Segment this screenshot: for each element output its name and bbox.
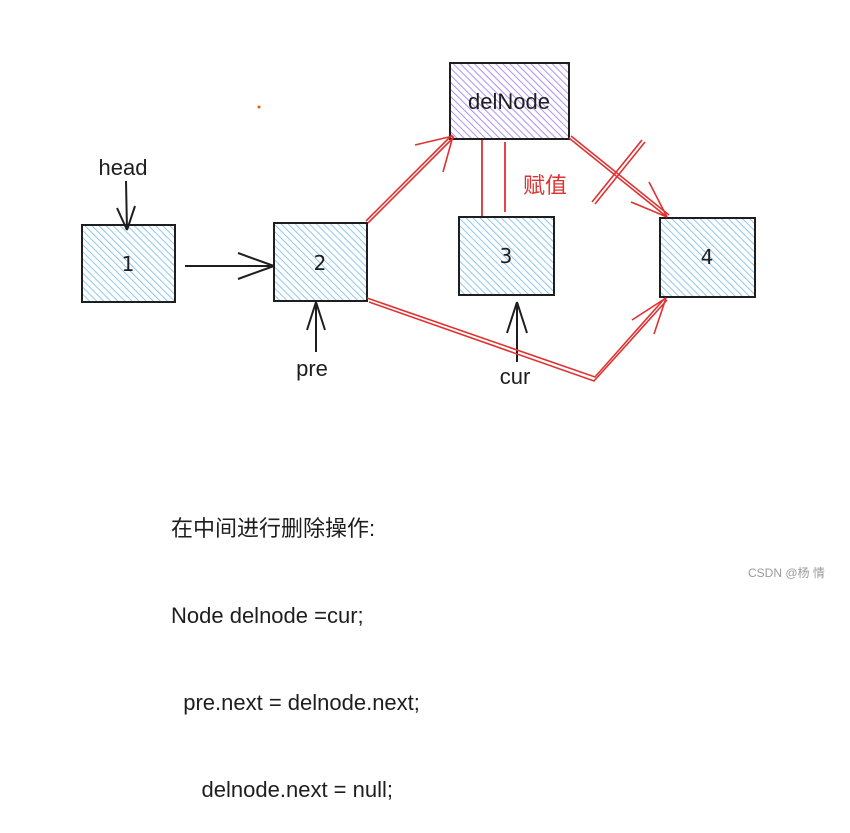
arrow-2-to-delnode xyxy=(365,134,455,224)
watermark: CSDN @杨 情 xyxy=(748,566,825,580)
node-2: 2 xyxy=(273,222,368,302)
cur-label: cur xyxy=(500,364,531,389)
cross-mark-icon xyxy=(591,139,646,205)
node-1-label: 1 xyxy=(122,252,135,276)
code-block: 在中间进行删除操作: Node delnode =cur; pre.next =… xyxy=(171,456,420,833)
node-1: 1 xyxy=(81,224,176,303)
code-line-3: pre.next = delnode.next; xyxy=(171,690,420,715)
node-3-label: 3 xyxy=(500,244,513,268)
assign-lines xyxy=(481,140,506,216)
del-node-label: delNode xyxy=(468,89,550,114)
assign-label: 赋值 xyxy=(523,173,567,198)
node-2-label: 2 xyxy=(314,251,327,275)
head-arrow xyxy=(116,180,136,231)
arrow-2-to-4 xyxy=(366,297,668,382)
cur-arrow xyxy=(506,301,528,362)
node-4: 4 xyxy=(659,217,756,298)
code-line-4: delnode.next = null; xyxy=(171,777,393,802)
node-4-label: 4 xyxy=(701,245,714,269)
arrow-1-to-2 xyxy=(185,252,275,280)
stray-dot xyxy=(257,105,261,109)
pre-arrow xyxy=(306,301,326,352)
linked-list-diagram: 1 2 3 4 delNode head pre xyxy=(81,62,756,389)
code-line-1: 在中间进行删除操作: xyxy=(171,516,376,541)
arrow-delnode-to-4 xyxy=(568,135,670,218)
del-node: delNode xyxy=(449,62,570,140)
code-line-2: Node delnode =cur; xyxy=(171,603,364,628)
pre-label: pre xyxy=(296,356,328,381)
head-label: head xyxy=(99,155,148,180)
node-3: 3 xyxy=(458,216,555,296)
